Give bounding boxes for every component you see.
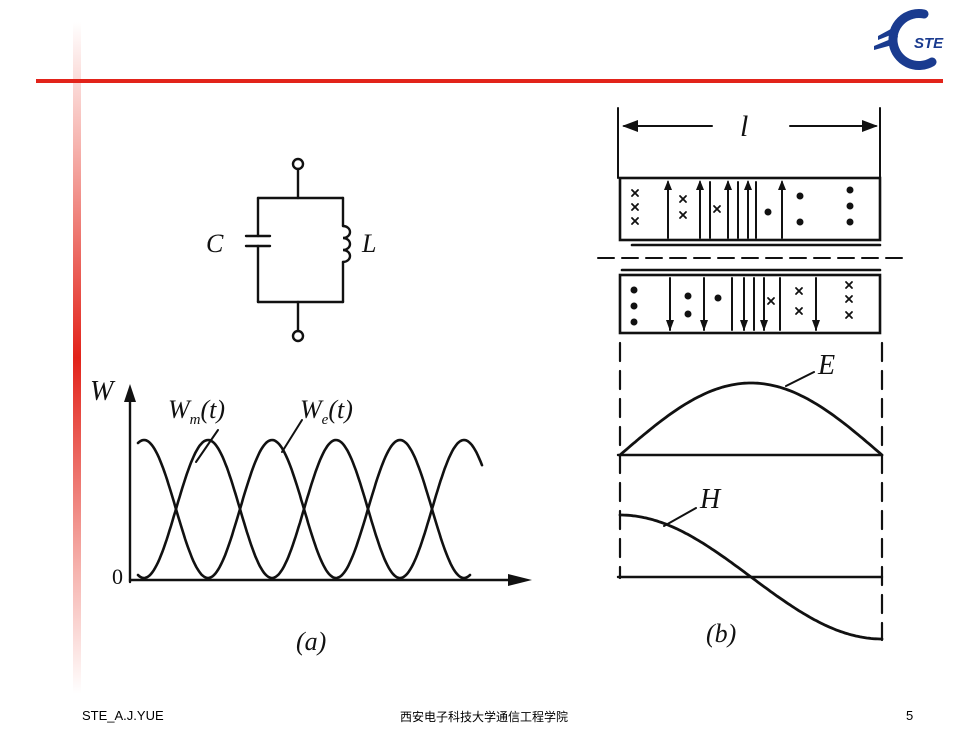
we-label: We(t) <box>300 395 353 428</box>
upper-field-box <box>618 176 882 242</box>
e-curve <box>618 381 884 457</box>
upper-e-arrows <box>664 180 786 190</box>
h-field-crosses <box>631 189 853 319</box>
bottom-terminal <box>291 329 305 343</box>
footer-author: STE_A.J.YUE <box>82 708 164 723</box>
logo-text: STE <box>914 35 944 52</box>
wm-label: Wm(t) <box>168 395 225 428</box>
header-rule <box>36 79 943 83</box>
page-number: 5 <box>906 708 914 723</box>
left-accent-bar <box>73 22 81 694</box>
caption-b: (b) <box>706 619 736 648</box>
lower-field-box <box>618 273 882 335</box>
energy-axes <box>124 384 532 586</box>
upper-e-lines <box>667 181 783 239</box>
origin-label: 0 <box>112 564 123 589</box>
ste-logo-icon: STE <box>874 9 944 70</box>
we-leader <box>281 419 303 453</box>
top-terminal <box>291 157 305 171</box>
h-field-dots <box>630 186 854 326</box>
e-leader <box>785 371 815 387</box>
capacitor-label: C <box>206 229 224 258</box>
inductor-coil <box>341 224 352 264</box>
caption-a: (a) <box>296 627 326 656</box>
inductor-label: L <box>361 229 376 258</box>
h-curve <box>618 513 884 641</box>
lower-e-arrows <box>666 320 820 331</box>
we-curve <box>136 438 484 580</box>
h-label: H <box>699 484 722 515</box>
wm-leader <box>195 429 219 463</box>
e-label: E <box>817 350 835 381</box>
length-label: l <box>740 110 748 143</box>
lc-circuit <box>244 157 352 343</box>
footer-institution: 西安电子科技大学通信工程学院 <box>400 710 569 724</box>
cavity-dimension <box>617 107 881 179</box>
y-axis-label: W <box>90 376 116 407</box>
h-leader <box>663 507 697 527</box>
